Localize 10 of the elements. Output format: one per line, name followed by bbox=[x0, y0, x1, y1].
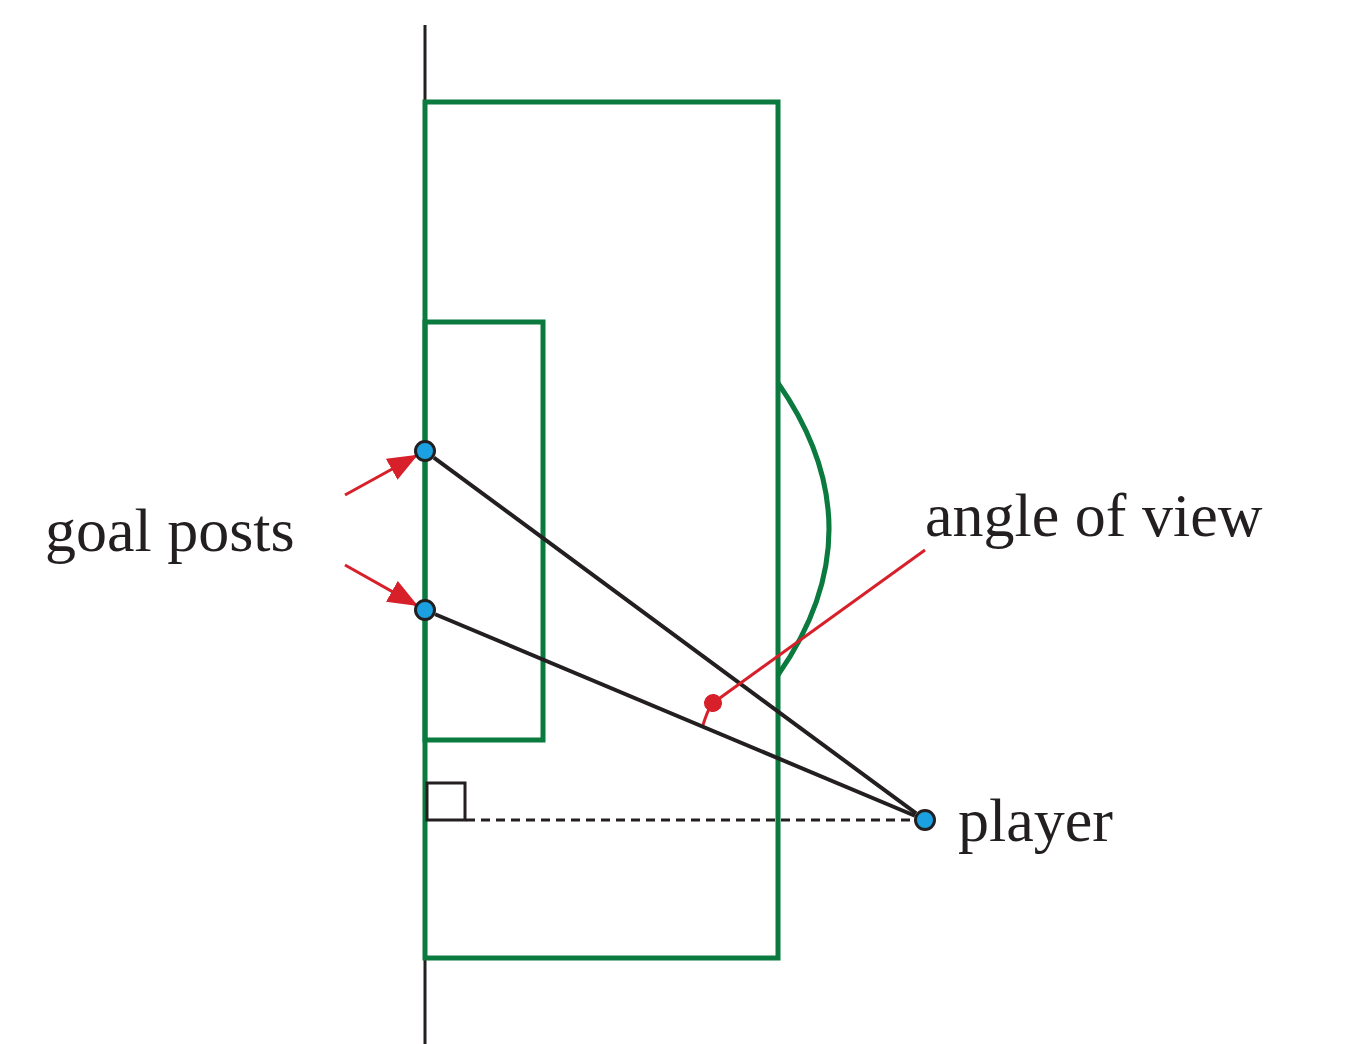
point-marker bbox=[414, 599, 436, 621]
arrow bbox=[344, 454, 418, 497]
leader-line bbox=[704, 548, 926, 712]
callout-label: player bbox=[958, 785, 1113, 855]
point-marker bbox=[414, 440, 436, 462]
point-marker bbox=[914, 809, 936, 831]
callout-label: angle of view bbox=[925, 480, 1263, 550]
callout-label: goal posts bbox=[45, 495, 295, 565]
sight-line bbox=[432, 455, 918, 816]
sight-line bbox=[434, 612, 916, 818]
